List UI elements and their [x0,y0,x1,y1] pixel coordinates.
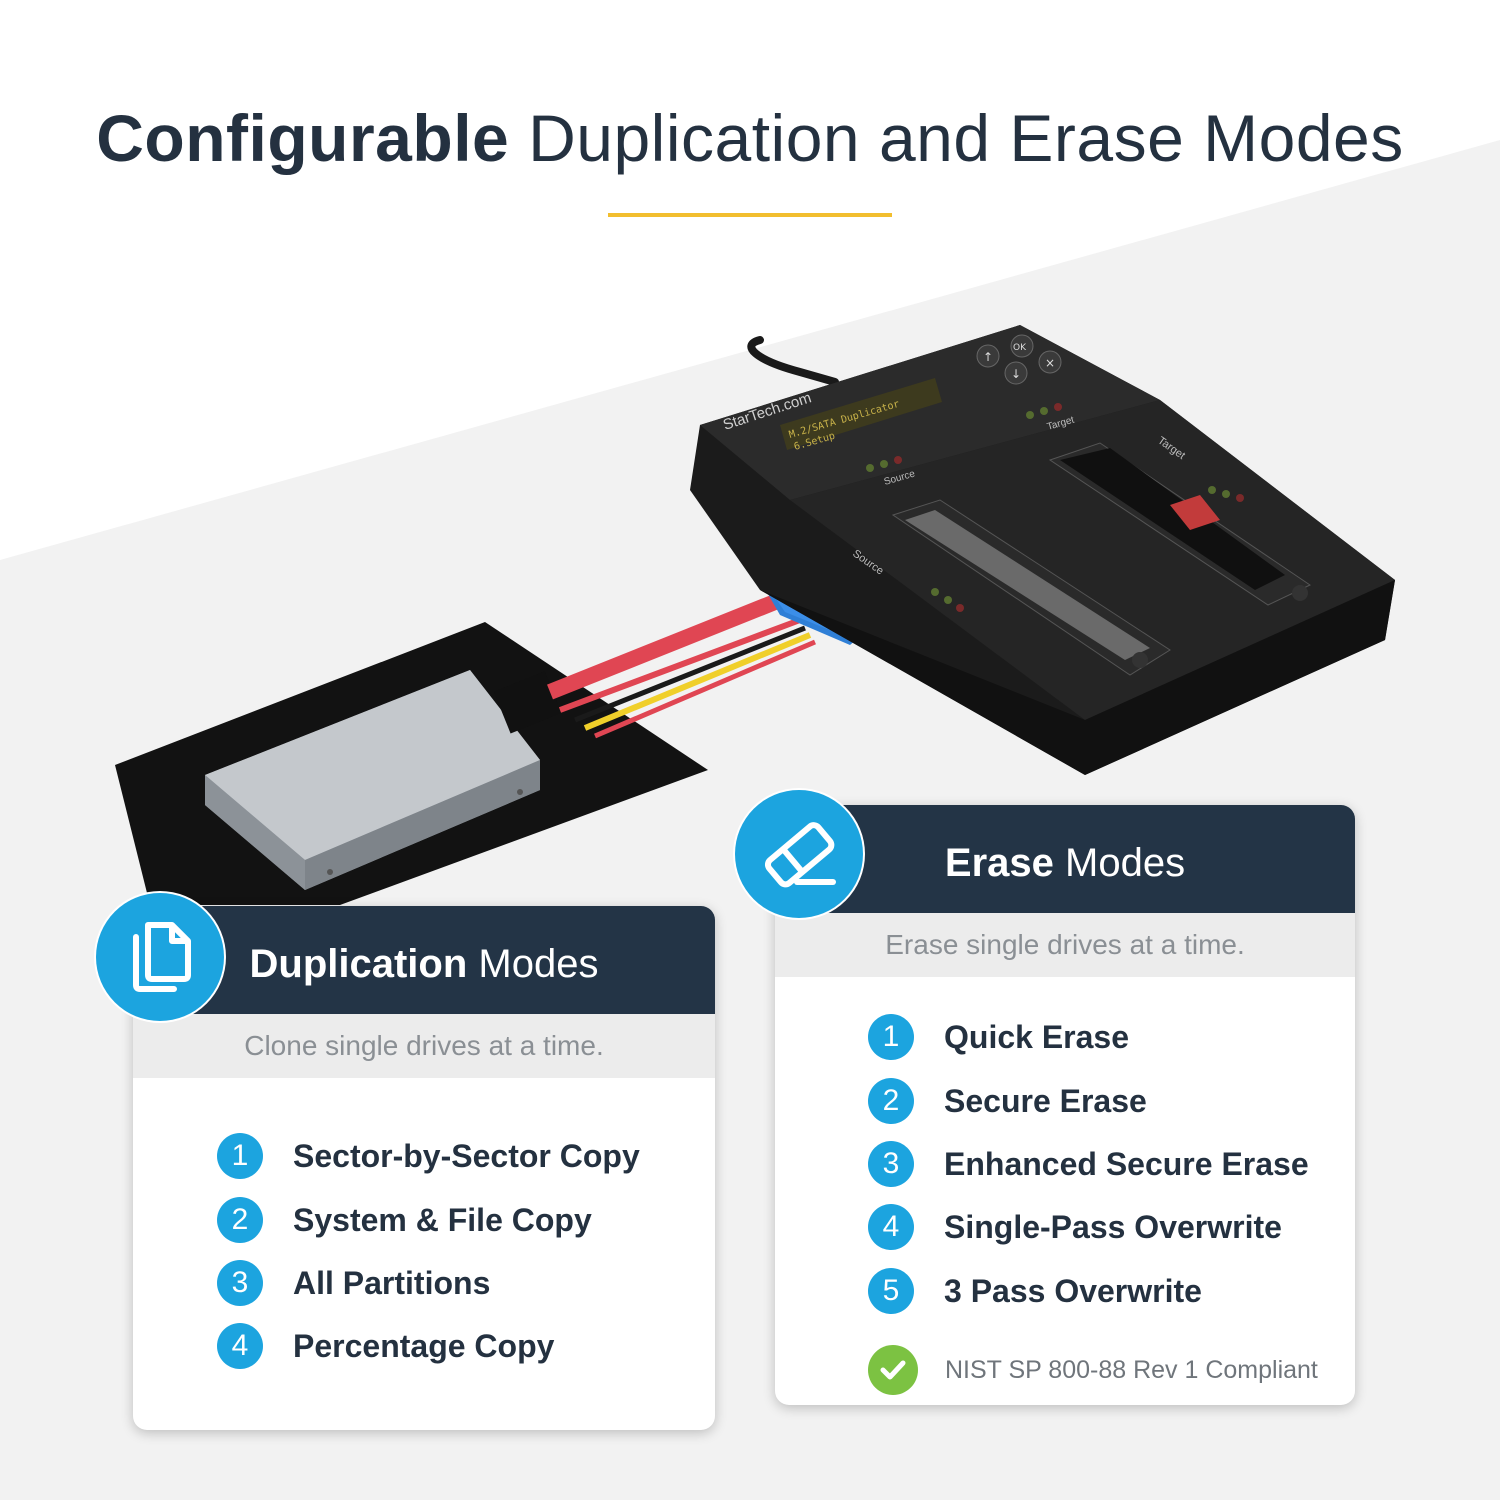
erase-title-bold: Erase [944,841,1054,885]
duplicator-device: M.2/SATA Duplicator 6.Setup StarTech.com… [690,325,1395,775]
erase-title-light: Modes [1053,841,1186,885]
number-badge: 3 [217,1260,263,1306]
duplication-modes-card: Duplication Modes Clone single drives at… [133,906,715,1430]
erase-list-item: 2 Secure Erase [868,1077,1147,1125]
erase-list-item: 5 3 Pass Overwrite [868,1267,1202,1315]
ok-label: OK [1013,343,1027,353]
page-title: Configurable Duplication and Erase Modes [0,100,1500,176]
compliance-item: NIST SP 800-88 Rev 1 Compliant [868,1345,1318,1395]
duplication-card-title: Duplication Modes [133,942,715,987]
duplication-list-item: 4 Percentage Copy [217,1322,554,1370]
eraser-icon [764,822,836,888]
cancel-button-icon [1038,350,1062,374]
duplication-item-label: Percentage Copy [293,1327,555,1364]
duplication-item-label: System & File Copy [293,1201,592,1238]
duplication-item-label: All Partitions [293,1264,491,1301]
copy-icon [133,922,191,992]
erase-list-item: 4 Single-Pass Overwrite [868,1203,1282,1251]
erase-item-label: Enhanced Secure Erase [944,1145,1309,1182]
down-button-icon [1004,361,1028,385]
ok-button-icon [1010,334,1034,358]
duplication-title-bold: Duplication [249,942,468,986]
title-underline [608,213,892,217]
check-icon [868,1345,918,1395]
duplication-card-header: Duplication Modes [133,906,715,1014]
compliance-label: NIST SP 800-88 Rev 1 Compliant [945,1355,1318,1384]
copy-badge [96,893,224,1021]
duplication-subtitle: Clone single drives at a time. [133,1014,715,1078]
duplication-title-light: Modes [467,942,599,986]
number-badge: 4 [217,1323,263,1369]
svg-text:×: × [1045,356,1055,370]
eraser-badge [735,790,863,918]
erase-item-label: 3 Pass Overwrite [944,1272,1202,1309]
number-badge: 5 [868,1268,914,1314]
duplication-list-item: 3 All Partitions [217,1259,490,1307]
erase-list-item: 3 Enhanced Secure Erase [868,1140,1309,1188]
erase-card-title: Erase Modes [775,841,1355,886]
up-button-icon [976,344,1000,368]
number-badge: 2 [217,1197,263,1243]
erase-subtitle: Erase single drives at a time. [775,913,1355,977]
svg-text:↑: ↑ [983,350,993,364]
svg-text:↓: ↓ [1011,367,1021,381]
erase-item-label: Quick Erase [944,1018,1129,1055]
page-title-light: Duplication and Erase Modes [509,101,1404,175]
erase-list-item: 1 Quick Erase [868,1013,1129,1061]
duplication-list-item: 2 System & File Copy [217,1196,592,1244]
ssd-drive [205,670,540,890]
erase-card-header: Erase Modes [775,805,1355,913]
duplication-item-label: Sector-by-Sector Copy [293,1137,640,1174]
number-badge: 3 [868,1141,914,1187]
erase-item-label: Single-Pass Overwrite [944,1208,1282,1245]
number-badge: 4 [868,1204,914,1250]
page-title-bold: Configurable [96,101,510,175]
number-badge: 1 [217,1133,263,1179]
duplication-list-item: 1 Sector-by-Sector Copy [217,1132,640,1180]
erase-item-label: Secure Erase [944,1082,1147,1119]
number-badge: 1 [868,1014,914,1060]
erase-modes-card: Erase Modes Erase single drives at a tim… [775,805,1355,1405]
number-badge: 2 [868,1078,914,1124]
